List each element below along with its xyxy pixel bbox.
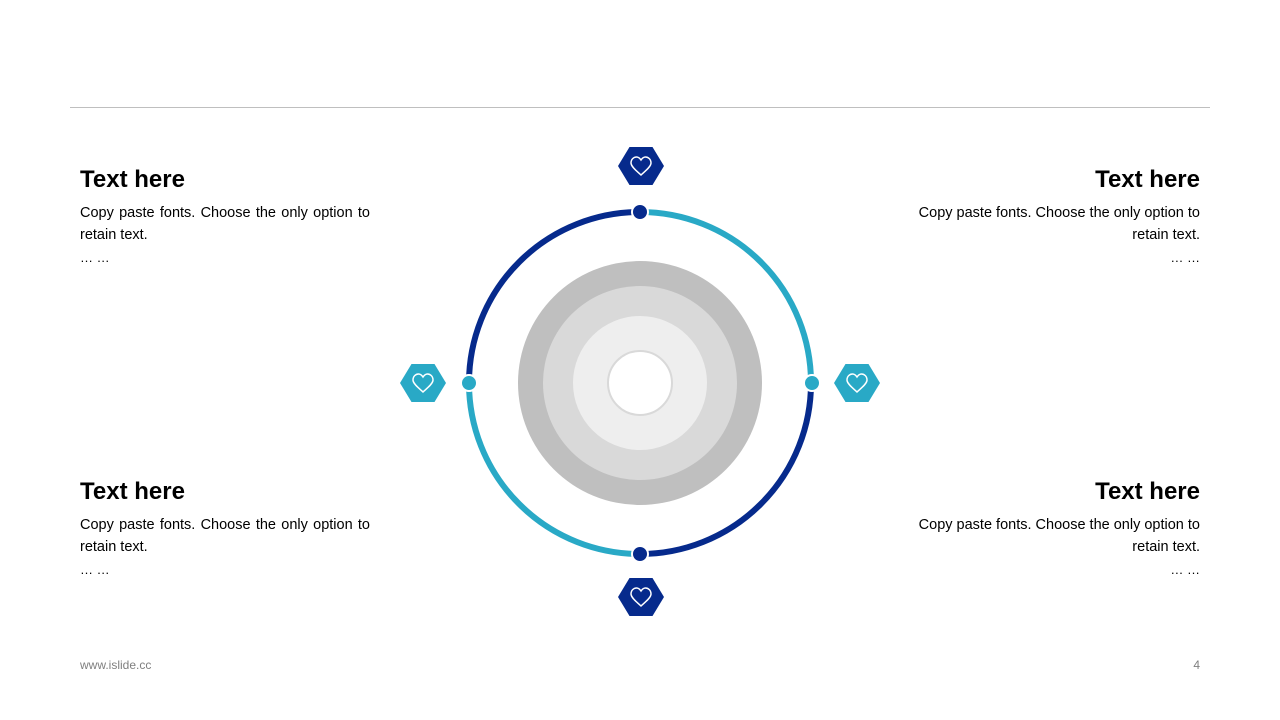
heart-icon [412, 373, 434, 394]
block-title: Text here [1095, 166, 1200, 193]
block-title: Text here [80, 166, 185, 193]
ring-dot-top [631, 203, 649, 221]
block-title: Text here [80, 478, 185, 505]
ring-dot-bottom [631, 545, 649, 563]
heart-icon [846, 373, 868, 394]
block-ellipsis: … … [80, 250, 110, 265]
block-body: Copy paste fonts. Choose the only option… [80, 517, 370, 555]
hexagon-badge-right [834, 364, 880, 402]
ring-arc-top-left [466, 209, 641, 384]
block-title: Text here [1095, 478, 1200, 505]
block-ellipsis: … … [80, 562, 110, 577]
hexagon-badge-left [400, 364, 446, 402]
ring-dot-right [803, 374, 821, 392]
heart-icon [630, 156, 652, 177]
text-block-bottom-right: Text here Copy paste fonts. Choose the o… [910, 478, 1200, 580]
block-body: Copy paste fonts. Choose the only option… [918, 517, 1200, 555]
block-body: Copy paste fonts. Choose the only option… [80, 205, 370, 243]
block-body: Copy paste fonts. Choose the only option… [918, 205, 1200, 243]
heart-icon [630, 587, 652, 608]
ring-arc-bottom-right [639, 382, 814, 557]
title-divider [70, 107, 1210, 108]
ring-arc-bottom-left [466, 382, 641, 557]
text-block-top-right: Text here Copy paste fonts. Choose the o… [910, 166, 1200, 268]
ring-dot-left [460, 374, 478, 392]
hexagon-badge-bottom [618, 578, 664, 616]
center-circle [607, 350, 673, 416]
page-number: 4 [1193, 658, 1200, 672]
hexagon-badge-top [618, 147, 664, 185]
block-ellipsis: … … [1170, 250, 1200, 265]
block-ellipsis: … … [1170, 562, 1200, 577]
footer-url[interactable]: www.islide.cc [80, 658, 152, 672]
ring-arc-top-right [639, 209, 814, 384]
text-block-bottom-left: Text here Copy paste fonts. Choose the o… [80, 478, 370, 580]
text-block-top-left: Text here Copy paste fonts. Choose the o… [80, 166, 370, 268]
